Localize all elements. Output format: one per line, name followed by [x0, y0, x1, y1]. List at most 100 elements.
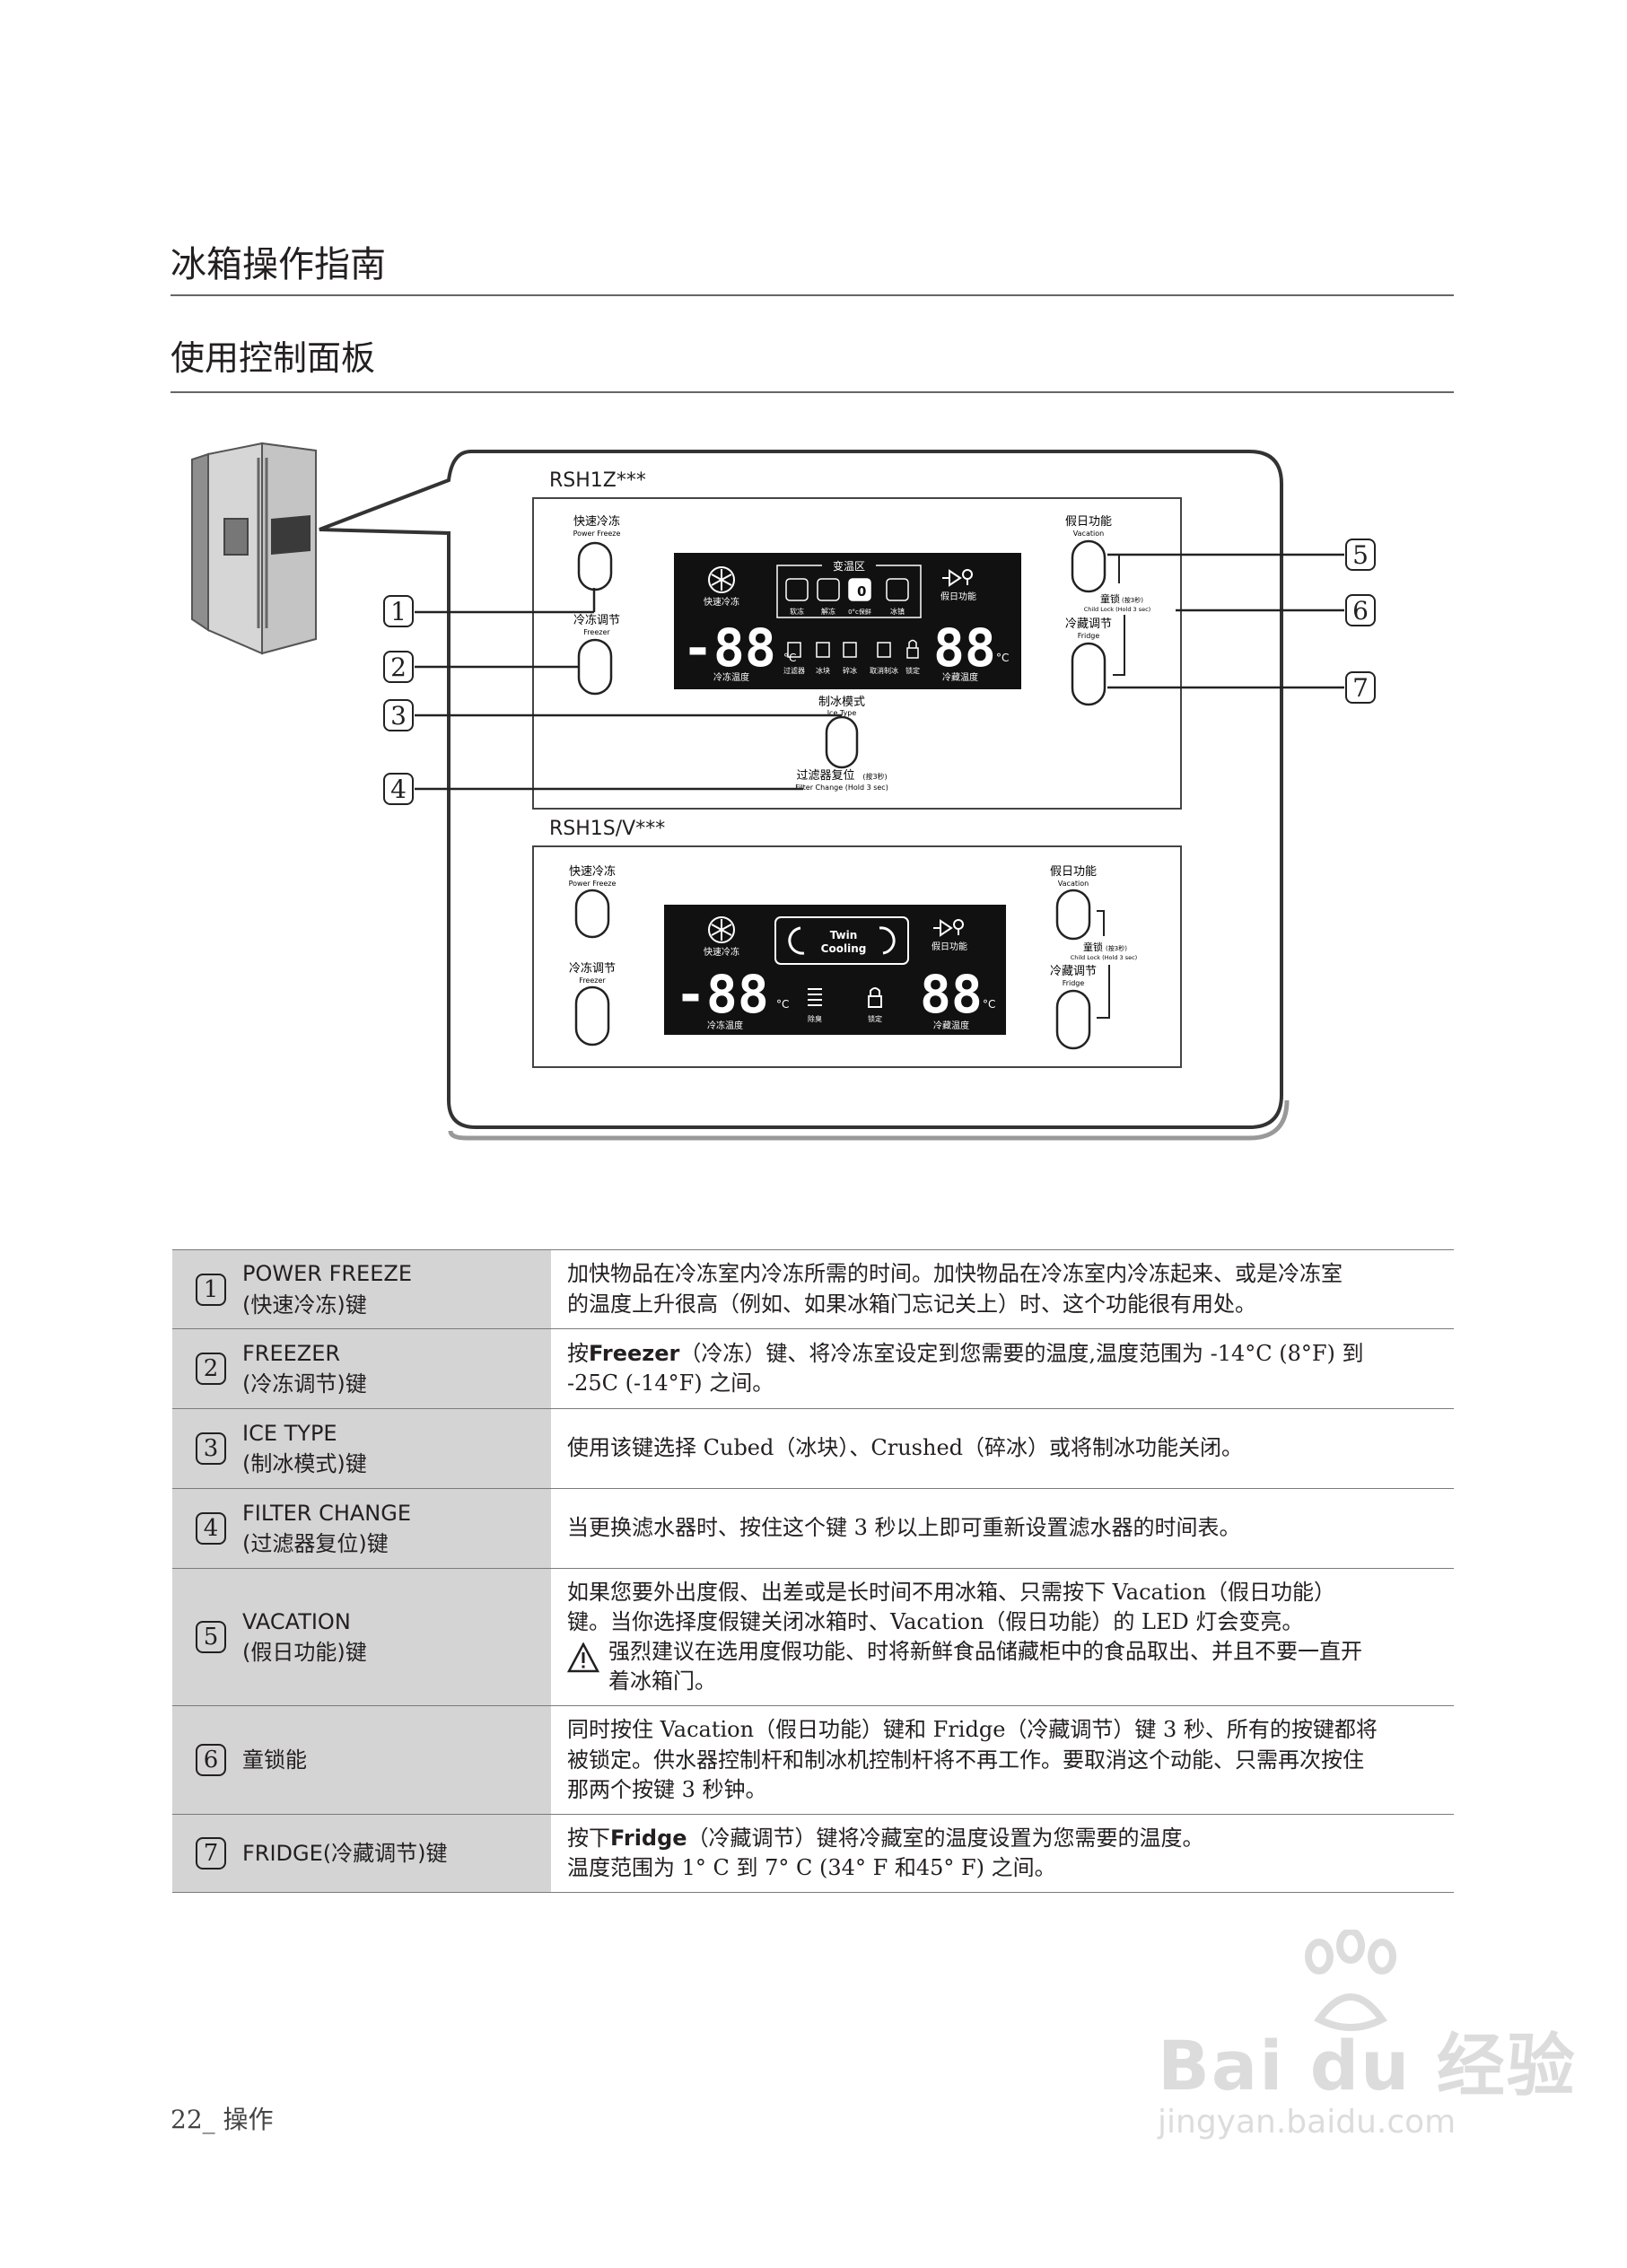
- child-lock-label-cn: 童锁: [1100, 592, 1120, 605]
- status-item-2: 冰块: [816, 666, 830, 675]
- bottom-vacation-cn: 假日功能: [1050, 865, 1097, 879]
- bottom-display-fridge-digits: 88: [920, 964, 983, 1025]
- bottom-freezer-en: Freezer: [579, 976, 606, 985]
- filter-label-en: Filter Change (Hold 3 sec): [795, 784, 888, 792]
- key-name: ICE TYPE: [242, 1420, 337, 1446]
- bottom-display-freezer-unit: °C: [776, 998, 789, 1011]
- vacation-label-en: Vacation: [1073, 530, 1104, 538]
- bottom-display-fridge-temp: 冷藏温度: [933, 1020, 969, 1031]
- display-fridge-unit: °C: [996, 652, 1009, 664]
- power-freeze-label-cn: 快速冷冻: [573, 514, 620, 529]
- callout-numbers: 1 2 3 4 5 6 7: [383, 539, 1376, 805]
- status-item-4: 取消制冰: [870, 666, 898, 675]
- key-name-cn: (假日功能)键: [242, 1640, 367, 1666]
- ice-type-button: [825, 715, 859, 769]
- zone-item-1: 软冻: [790, 607, 804, 616]
- desc-line: 当更换滤水器时、按住这个键 3 秒以上即可重新设置滤水器的时间表。: [567, 1515, 1241, 1541]
- callout-7: 7: [1352, 673, 1369, 703]
- display-freezer-temp: 冷冻温度: [713, 671, 749, 683]
- key-name-cn: (冷冻调节)键: [242, 1371, 367, 1397]
- warning-icon: [567, 1642, 599, 1673]
- ice-type-label-cn: 制冰模式: [818, 696, 865, 709]
- bottom-display-lock: 锁定: [868, 1014, 882, 1023]
- display-quick-freeze: 快速冷冻: [704, 596, 739, 608]
- power-freeze-button: [577, 541, 613, 591]
- status-item-3: 碎冰: [843, 666, 857, 675]
- bottom-fridge-button: [1055, 989, 1091, 1050]
- callout-6: 6: [1352, 596, 1369, 626]
- row-number: 6: [196, 1744, 226, 1777]
- desc-prefix: 按: [567, 1340, 589, 1366]
- bottom-display-fridge-unit: °C: [983, 998, 995, 1011]
- display-freezer-digits: -88: [682, 617, 776, 679]
- baidu-paw-watermark: [1305, 1930, 1396, 2031]
- callout-1: 1: [390, 597, 407, 626]
- warning-line: 强烈建议在选用度假功能、时将新鲜食品储藏柜中的食品取出、并且不要一直开: [608, 1639, 1362, 1665]
- key-name-cn: (制冰模式)键: [242, 1451, 367, 1476]
- key-name: FREEZER: [242, 1340, 341, 1366]
- watermark-url: jingyan.baidu.com: [1158, 2104, 1456, 2141]
- status-item-5: 锁定: [905, 666, 920, 675]
- status-item-1: 过滤器: [783, 666, 805, 675]
- desc-line: 键。当你选择度假键关闭冰箱时、Vacation（假日功能）的 LED 灯会变亮。: [567, 1609, 1304, 1635]
- desc-line: 加快物品在冷冻室内冷冻所需的时间。加快物品在冷冻室内冷冻起来、或是冷冻室: [567, 1261, 1343, 1287]
- freezer-label-en: Freezer: [583, 628, 610, 636]
- fridge-label-en: Fridge: [1078, 632, 1100, 640]
- callout-3: 3: [390, 701, 407, 731]
- bottom-power-freeze-cn: 快速冷冻: [569, 864, 616, 879]
- bottom-vacation-button: [1055, 889, 1091, 941]
- filter-hold: (按3秒): [862, 772, 887, 781]
- row-number: 2: [196, 1353, 226, 1385]
- table-row: 2 FREEZER (冷冻调节)键 按Freezer（冷冻）键、将冷冻室设定到您需要…: [172, 1328, 1454, 1409]
- desc-line: 那两个按键 3 秒钟。: [567, 1776, 767, 1802]
- zone-item-4: 冰镇: [890, 607, 905, 616]
- desc-bold: Freezer: [589, 1340, 680, 1366]
- callout-2: 2: [390, 652, 407, 682]
- bottom-display-freezer-temp: 冷冻温度: [707, 1020, 743, 1031]
- desc-line: （冷藏调节）键将冷藏室的温度设置为您需要的温度。: [687, 1825, 1204, 1851]
- display-vacation: 假日功能: [940, 591, 976, 602]
- desc-line: 的温度上升很高（例如、如果冰箱门忘记关上）时、这个功能很有用处。: [567, 1291, 1256, 1317]
- svg-text:0: 0: [857, 583, 866, 600]
- desc-line: （冷冻）键、将冷冻室设定到您需要的温度,温度范围为 -14°C (8°F) 到: [679, 1340, 1364, 1366]
- warning-line: 着冰箱门。: [608, 1668, 716, 1694]
- status-icons: [787, 639, 919, 659]
- zone-icons: [785, 578, 909, 601]
- child-lock-label-en: Child Lock (Hold 3 sec): [1084, 606, 1150, 613]
- desc-line: -25C (-14°F) 之间。: [567, 1370, 774, 1396]
- bottom-fridge-cn: 冷藏调节: [1050, 965, 1097, 978]
- vacation-button: [1071, 539, 1107, 593]
- row-number: 3: [196, 1432, 226, 1465]
- bottom-display-vacation: 假日功能: [932, 941, 967, 952]
- bottom-child-lock-cn: 童锁: [1083, 941, 1103, 953]
- model-top-label: RSH1Z***: [549, 469, 646, 492]
- page-title: 冰箱操作指南: [171, 244, 386, 285]
- fridge-label-cn: 冷藏调节: [1065, 617, 1112, 631]
- row-number: 4: [196, 1512, 226, 1545]
- row-number: 1: [196, 1273, 226, 1306]
- display-fridge-temp: 冷藏温度: [942, 671, 978, 683]
- fridge-button: [1071, 642, 1107, 706]
- desc-line: 同时按住 Vacation（假日功能）键和 Fridge（冷藏调节）键 3 秒、…: [567, 1717, 1378, 1743]
- desc-bold: Fridge: [610, 1825, 687, 1851]
- key-name: VACATION: [242, 1609, 351, 1635]
- section-rule: [171, 391, 1454, 393]
- bottom-vacation-en: Vacation: [1058, 880, 1089, 888]
- row-number: 7: [196, 1836, 226, 1870]
- watermark-logo: Bai du 经验: [1158, 2026, 1577, 2106]
- bottom-freezer-button: [574, 985, 610, 1046]
- fridge-illustration: [190, 442, 317, 655]
- section-title: 使用控制面板: [171, 338, 376, 378]
- bottom-power-freeze-button: [574, 889, 610, 939]
- desc-prefix: 按下: [567, 1825, 610, 1851]
- display-fridge-digits: 88: [933, 617, 996, 679]
- display-zone: 变温区: [833, 559, 865, 573]
- bottom-display-deodor: 除臭: [808, 1014, 822, 1023]
- ice-type-label-en: Ice Type: [827, 709, 857, 717]
- vacation-icon: [942, 569, 973, 587]
